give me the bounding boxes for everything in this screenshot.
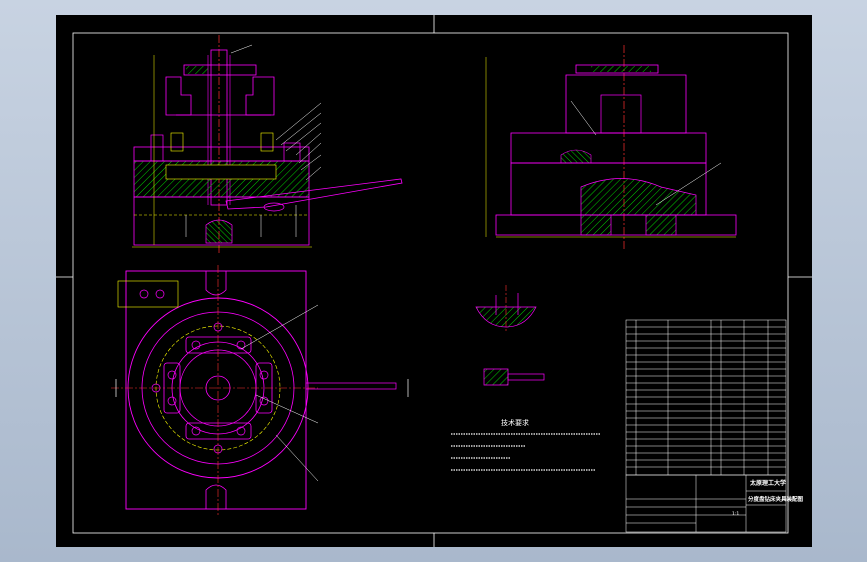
detail-view-b — [483, 368, 545, 386]
detail-view-a — [475, 285, 537, 333]
assembly-drawing: 技术要求 — [56, 15, 812, 547]
parts-list — [625, 319, 787, 476]
technical-notes: 技术要求 — [451, 418, 601, 471]
title-block — [625, 474, 787, 533]
front-section-view — [132, 35, 403, 253]
university-name: 太原理工大学 — [749, 479, 786, 487]
drawing-title: 分度盘钻床夹具装配图 — [748, 495, 804, 503]
plan-view — [111, 265, 409, 515]
drawing-scale: 1:1 — [732, 511, 739, 517]
drawing-sheet[interactable]: 技术要求 — [56, 15, 812, 547]
side-section-view — [485, 45, 737, 250]
sheet-outer-border — [72, 32, 789, 534]
notes-heading: 技术要求 — [501, 418, 529, 427]
